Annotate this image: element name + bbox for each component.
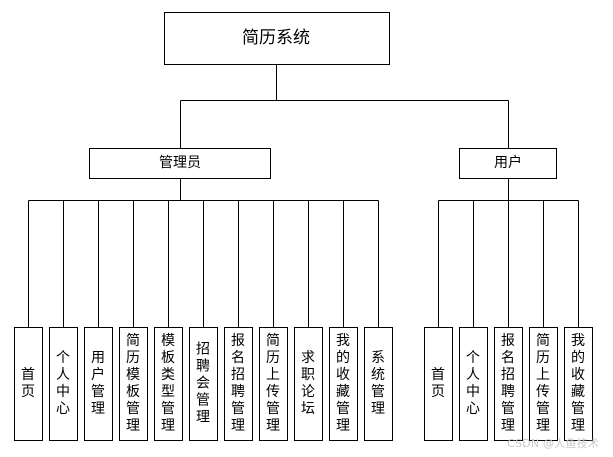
module-box-1-4 [564, 327, 593, 441]
module-box-0-3 [119, 327, 148, 441]
module-box-0-2 [84, 327, 113, 441]
module-box-0-10 [364, 327, 393, 441]
module-box-0-9 [329, 327, 358, 441]
module-label-1-0: 首页 [431, 367, 445, 400]
module-label-0-10: 系统管理 [371, 350, 385, 417]
module-box-0-4 [154, 327, 183, 441]
module-box-0-1 [49, 327, 78, 441]
module-box-1-1 [459, 327, 488, 441]
root-label: 简历系统 [242, 28, 310, 48]
module-label-0-2: 用户管理 [91, 350, 105, 417]
module-box-0-8 [294, 327, 323, 441]
role-box-0 [89, 148, 271, 179]
module-label-1-1: 个人中心 [466, 350, 480, 417]
module-box-0-5 [189, 327, 218, 441]
watermark-text: CSDN @人鱼技术 [507, 437, 599, 450]
module-box-1-2 [494, 327, 523, 441]
module-label-1-2: 报名招聘管理 [501, 333, 515, 434]
module-label-0-9: 我的收藏管理 [336, 333, 350, 434]
module-label-0-6: 报名招聘管理 [231, 333, 245, 434]
module-box-0-0 [14, 327, 43, 441]
role-box-1 [459, 148, 557, 179]
role-label-1: 用户 [494, 154, 522, 171]
module-label-1-4: 我的收藏管理 [571, 333, 585, 434]
module-label-0-7: 简历上传管理 [266, 332, 280, 434]
module-label-0-0: 首页 [21, 367, 35, 400]
module-box-1-3 [529, 327, 558, 441]
module-label-0-1: 个人中心 [56, 350, 70, 417]
module-box-0-6 [224, 327, 253, 441]
module-label-0-4: 模板类型管理 [161, 333, 175, 434]
module-label-0-8: 求职论坛 [301, 350, 315, 417]
role-label-0: 管理员 [159, 155, 201, 171]
module-label-0-3: 简历模板管理 [126, 332, 140, 434]
root-box [164, 12, 390, 65]
module-box-0-7 [259, 327, 288, 441]
module-label-0-5: 招聘会管理 [196, 342, 210, 426]
module-box-1-0 [424, 327, 453, 441]
module-label-1-3: 简历上传管理 [536, 332, 550, 434]
